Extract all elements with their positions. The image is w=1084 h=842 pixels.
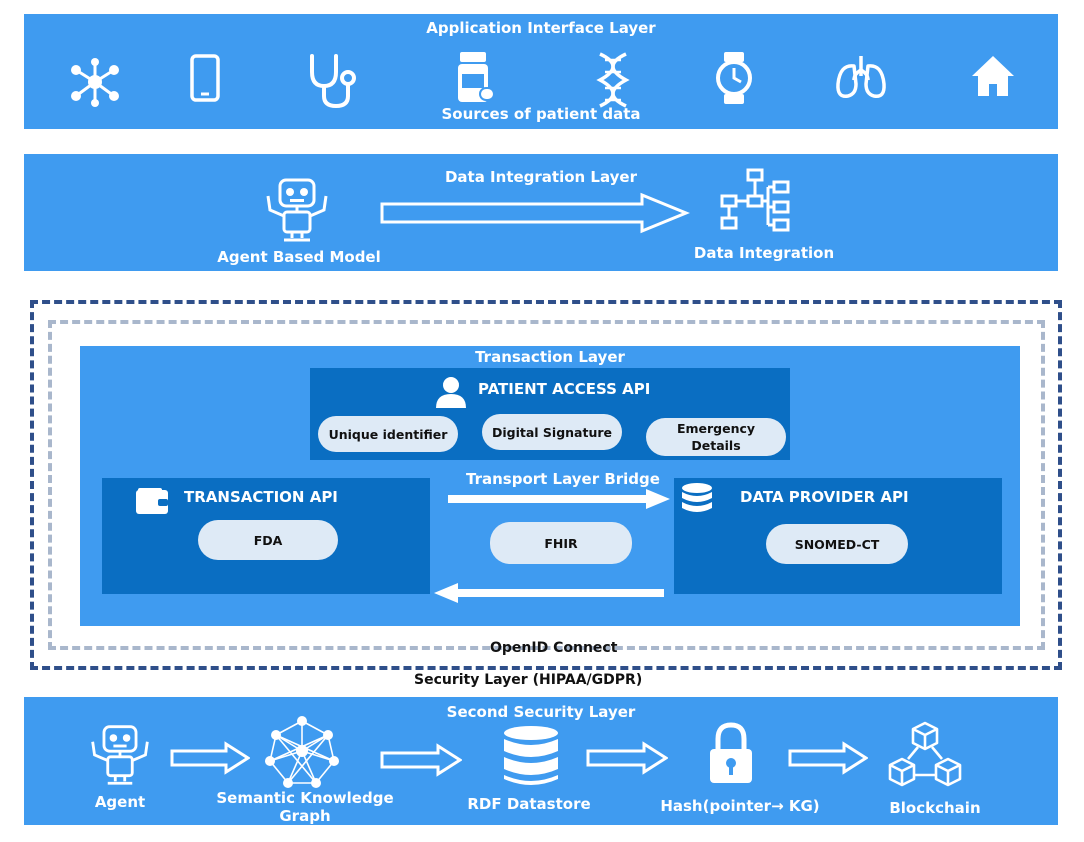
wallet-icon bbox=[134, 486, 170, 516]
security-layer-label: Security Layer (HIPAA/GDPR) bbox=[414, 672, 643, 688]
arrow-right-icon bbox=[788, 741, 868, 775]
application-interface-layer: Application Interface Layer bbox=[24, 14, 1058, 129]
fda-pill: FDA bbox=[198, 520, 338, 560]
patient-access-api-box: PATIENT ACCESS API Unique identifier Dig… bbox=[310, 368, 790, 460]
arrow-right-icon bbox=[380, 743, 462, 777]
arrow-right-icon bbox=[380, 192, 690, 234]
fhir-pill: FHIR bbox=[490, 522, 632, 564]
agent-based-model-label: Agent Based Model bbox=[217, 248, 381, 266]
arrow-right-icon bbox=[586, 741, 668, 775]
network-icon bbox=[66, 56, 124, 108]
user-icon bbox=[434, 374, 468, 410]
transaction-layer-title: Transaction Layer bbox=[475, 348, 625, 366]
openid-connect-inner-border bbox=[48, 320, 1045, 650]
arrow-right-icon bbox=[446, 488, 672, 510]
data-provider-api-box: DATA PROVIDER API SNOMED-CT bbox=[674, 478, 1002, 594]
integration-layer-title: Data Integration Layer bbox=[444, 168, 638, 186]
data-provider-api-title: DATA PROVIDER API bbox=[740, 488, 909, 506]
transport-layer-bridge-title: Transport Layer Bridge bbox=[466, 470, 660, 488]
digital-signature-pill: Digital Signature bbox=[482, 414, 622, 450]
medicine-bottle-icon bbox=[454, 50, 496, 104]
arrow-right-icon bbox=[170, 741, 250, 775]
agent-label: Agent bbox=[94, 793, 146, 811]
hash-pointer-kg-label: Hash(pointer→ KG) bbox=[660, 797, 820, 815]
snomed-ct-pill: SNOMED-CT bbox=[766, 524, 908, 564]
openid-connect-label: OpenID Connect bbox=[490, 640, 618, 656]
second-security-layer: Second Security Layer bbox=[24, 697, 1058, 825]
blockchain-label: Blockchain bbox=[889, 799, 981, 817]
robot-icon bbox=[88, 721, 152, 787]
security-layer-outer-border bbox=[30, 300, 1062, 670]
dna-icon bbox=[596, 52, 630, 108]
data-integration-layer: Data Integration Layer Agent Based Model… bbox=[24, 154, 1058, 271]
database-icon bbox=[502, 725, 560, 789]
smartphone-icon bbox=[190, 54, 220, 102]
home-icon bbox=[968, 52, 1018, 98]
application-layer-title: Application Interface Layer bbox=[426, 19, 656, 37]
semantic-knowledge-graph-label: Semantic Knowledge Graph bbox=[216, 789, 394, 825]
transaction-api-title: TRANSACTION API bbox=[184, 488, 338, 506]
data-integration-label: Data Integration bbox=[693, 244, 835, 262]
blockchain-icon bbox=[888, 719, 962, 791]
lock-icon bbox=[706, 721, 756, 785]
arrow-left-icon bbox=[432, 582, 666, 604]
rdf-datastore-label: RDF Datastore bbox=[467, 795, 591, 813]
second-security-layer-title: Second Security Layer bbox=[446, 703, 636, 721]
database-icon bbox=[680, 482, 714, 518]
robot-icon bbox=[264, 174, 330, 244]
data-hierarchy-icon bbox=[720, 168, 790, 234]
patient-data-caption: Sources of patient data bbox=[441, 105, 641, 123]
patient-access-api-title: PATIENT ACCESS API bbox=[478, 380, 651, 398]
smartwatch-icon bbox=[714, 50, 754, 106]
lungs-icon bbox=[834, 54, 888, 100]
unique-identifier-pill: Unique identifier bbox=[318, 416, 458, 452]
emergency-details-pill: Emergency Details bbox=[646, 418, 786, 456]
knowledge-graph-icon bbox=[262, 715, 342, 791]
stethoscope-icon bbox=[304, 52, 362, 110]
transaction-api-box: TRANSACTION API FDA bbox=[102, 478, 430, 594]
transaction-layer: Transaction Layer PATIENT ACCESS API Uni… bbox=[80, 346, 1020, 626]
